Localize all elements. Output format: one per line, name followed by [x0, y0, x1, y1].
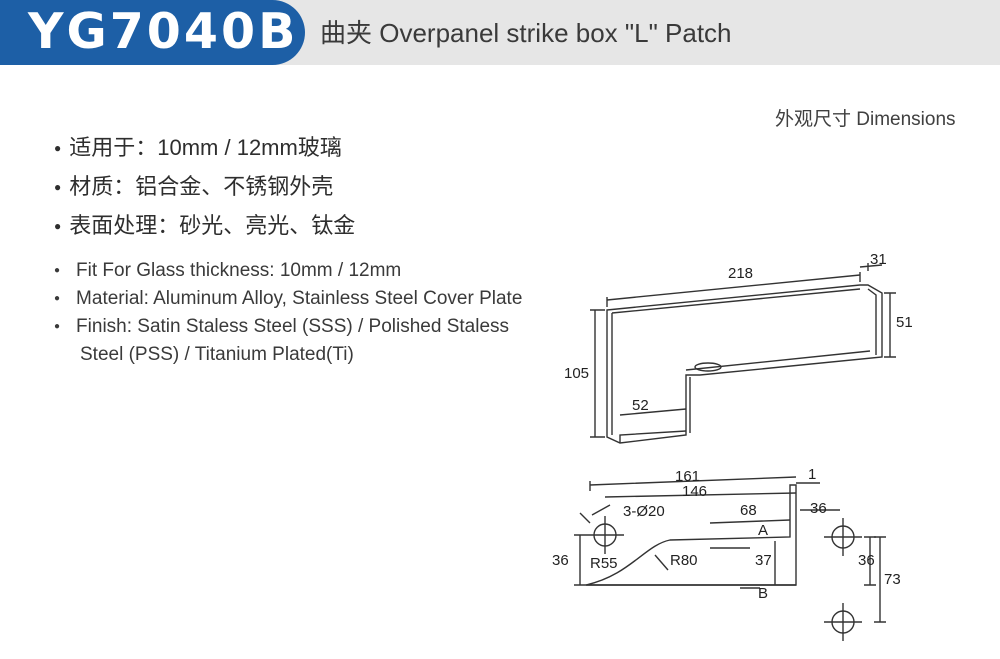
dim-105: 105	[564, 365, 589, 382]
model-code: YG7040B	[28, 3, 299, 60]
technical-drawing: 218 31 105 51 52 161 146 3-Ø20 68 1 36 R…	[552, 251, 913, 641]
section-a: A	[758, 522, 768, 539]
spec-cn-glass: 适用于：10mm / 12mm玻璃	[54, 130, 355, 169]
dim-holes: 3-Ø20	[623, 503, 665, 520]
spec-en-material: Material: Aluminum Alloy, Stainless Stee…	[54, 286, 524, 314]
dim-1: 1	[808, 466, 816, 483]
spec-list-chinese: 适用于：10mm / 12mm玻璃 材质：铝合金、不锈钢外壳 表面处理：砂光、亮…	[54, 130, 355, 247]
dimensions-heading: 外观尺寸 Dimensions	[775, 109, 956, 130]
dim-36-right: 36	[858, 552, 875, 569]
spec-en-finish: Finish: Satin Staless Steel (SSS) / Poli…	[54, 314, 524, 367]
spec-en-glass: Fit For Glass thickness: 10mm / 12mm	[54, 258, 524, 286]
dim-68: 68	[740, 502, 757, 519]
dim-52: 52	[632, 397, 649, 414]
model-badge: YG7040B	[0, 0, 305, 65]
section-b: B	[758, 585, 768, 602]
dim-51: 51	[896, 314, 913, 331]
dim-161: 161	[675, 468, 700, 485]
dim-31: 31	[870, 251, 887, 268]
top-view-outline	[590, 263, 896, 444]
spec-list-english: Fit For Glass thickness: 10mm / 12mm Mat…	[54, 258, 524, 367]
spec-cn-finish: 表面处理：砂光、亮光、钛金	[54, 208, 355, 247]
bottom-view-outline	[574, 476, 886, 641]
radius-55: R55	[590, 555, 618, 572]
spec-cn-material: 材质：铝合金、不锈钢外壳	[54, 169, 355, 208]
dim-37: 37	[755, 552, 772, 569]
dim-36-top: 36	[810, 500, 827, 517]
dim-36-left: 36	[552, 552, 569, 569]
dim-146: 146	[682, 483, 707, 500]
dim-218: 218	[728, 265, 753, 282]
radius-80: R80	[670, 552, 698, 569]
product-title: 曲夹 Overpanel strike box "L" Patch	[320, 18, 732, 48]
dim-73: 73	[884, 571, 901, 588]
